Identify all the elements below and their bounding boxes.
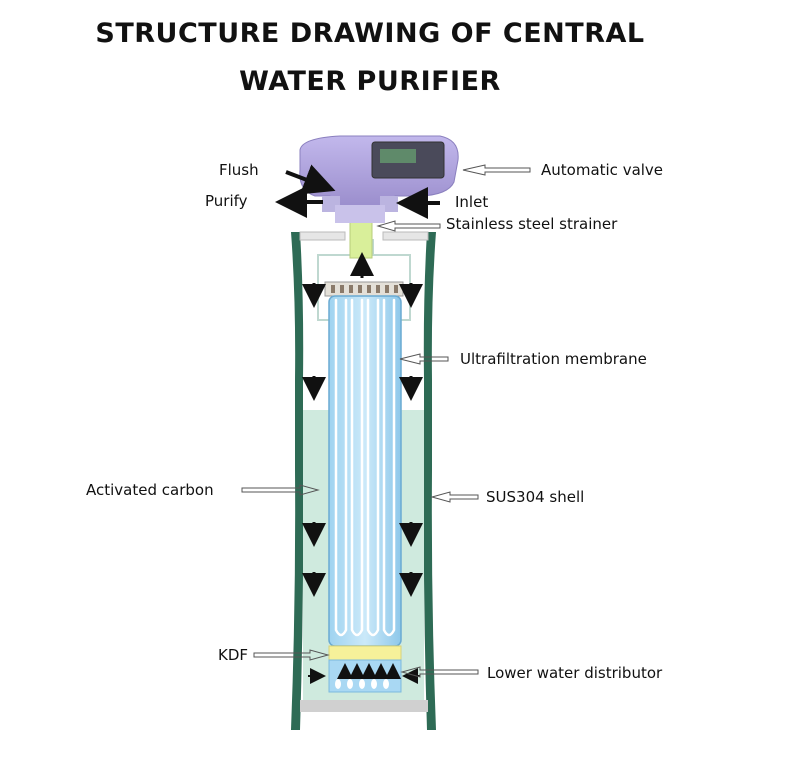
label-lower-water-distributor: Lower water distributor	[487, 664, 663, 682]
diagram-title-line-1: STRUCTURE DRAWING OF CENTRAL	[95, 18, 645, 49]
label-purify: Purify	[205, 192, 248, 210]
leader-activated-carbon	[241, 484, 320, 496]
label-ultrafiltration-membrane: Ultrafiltration membrane	[460, 350, 647, 368]
label-activated-carbon: Activated carbon	[86, 481, 214, 499]
label-kdf: KDF	[218, 646, 248, 664]
leader-strainer	[376, 220, 441, 232]
leader-sus304	[430, 491, 479, 503]
leader-ultrafiltration	[399, 353, 449, 365]
diagram-title-line-2: WATER PURIFIER	[239, 66, 501, 97]
label-inlet: Inlet	[455, 193, 488, 211]
label-flush: Flush	[219, 161, 259, 179]
kdf-layer	[328, 645, 402, 661]
automatic-valve	[299, 135, 459, 223]
label-stainless-steel-strainer: Stainless steel strainer	[446, 215, 618, 233]
flush-arrow	[285, 164, 336, 195]
label-sus304-shell: SUS304 shell	[486, 488, 584, 506]
ultrafiltration-membrane	[328, 295, 402, 647]
lower-water-distributor	[308, 659, 420, 693]
flow-arrows	[302, 252, 423, 597]
bottom-plate	[300, 700, 428, 712]
leader-lower-distributor	[400, 666, 479, 678]
leader-automatic-valve	[462, 164, 531, 176]
label-automatic-valve: Automatic valve	[541, 161, 663, 179]
leader-kdf	[253, 649, 330, 661]
stainless-steel-strainer	[349, 219, 373, 259]
